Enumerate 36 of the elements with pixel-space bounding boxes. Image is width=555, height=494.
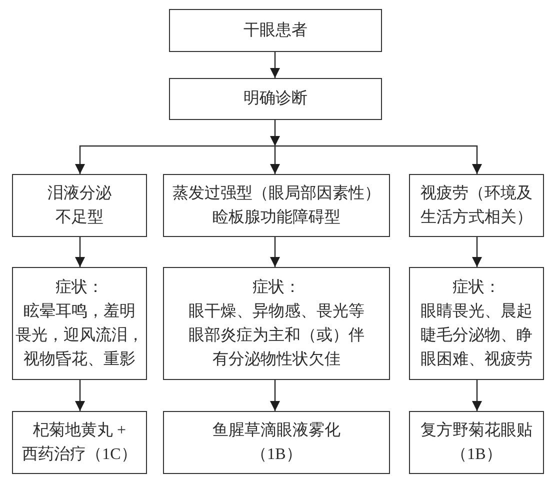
step-box [169, 78, 382, 120]
symptom-box [409, 267, 544, 380]
arrow [270, 52, 280, 78]
symptom-box [163, 267, 390, 380]
arrow [75, 145, 275, 174]
step-label: 干眼患者 [244, 20, 308, 40]
treatment-box [12, 411, 147, 474]
type-box [409, 174, 544, 237]
treatment-box [163, 411, 390, 474]
symptom-text: 眩晕耳鸣，羞明畏光，迎风流泪，视物昏花、重影 [16, 302, 144, 370]
arrow [275, 145, 482, 174]
symptom-heading: 症状： [56, 278, 104, 298]
type-label: 泪液分泌不足型 [48, 184, 112, 228]
step-box [169, 9, 382, 52]
arrow [270, 120, 280, 146]
symptom-text: 眼干燥、异物感、畏光等眼部炎症为主和（或）伴有分泌物性状欠佳 [188, 302, 364, 370]
arrow [75, 380, 85, 411]
symptom-heading: 症状： [252, 278, 300, 298]
arrow [472, 237, 482, 267]
symptom-box [12, 267, 147, 380]
arrow [270, 145, 280, 174]
treatment-label: 杞菊地黄丸 +西药治疗（1C） [22, 420, 137, 464]
arrow [472, 380, 482, 411]
type-label: 视疲劳（环境及生活方式相关） [420, 184, 532, 228]
step-label: 明确诊断 [244, 88, 308, 109]
symptom-text: 眼睛畏光、晨起睫毛分泌物、睁眼困难、视疲劳 [420, 302, 532, 370]
arrow [270, 380, 280, 411]
arrow [270, 237, 280, 267]
type-label: 蒸发过强型（眼局部因素性）睑板腺功能障碍型 [172, 184, 380, 228]
symptom-heading: 症状： [452, 278, 500, 298]
arrow [75, 237, 85, 267]
treatment-label: 复方野菊花眼贴（1B） [420, 420, 532, 464]
type-box [12, 174, 147, 237]
treatment-label: 鱼腥草滴眼液雾化（1B） [212, 420, 340, 464]
type-box [163, 174, 390, 237]
treatment-box [409, 411, 544, 474]
